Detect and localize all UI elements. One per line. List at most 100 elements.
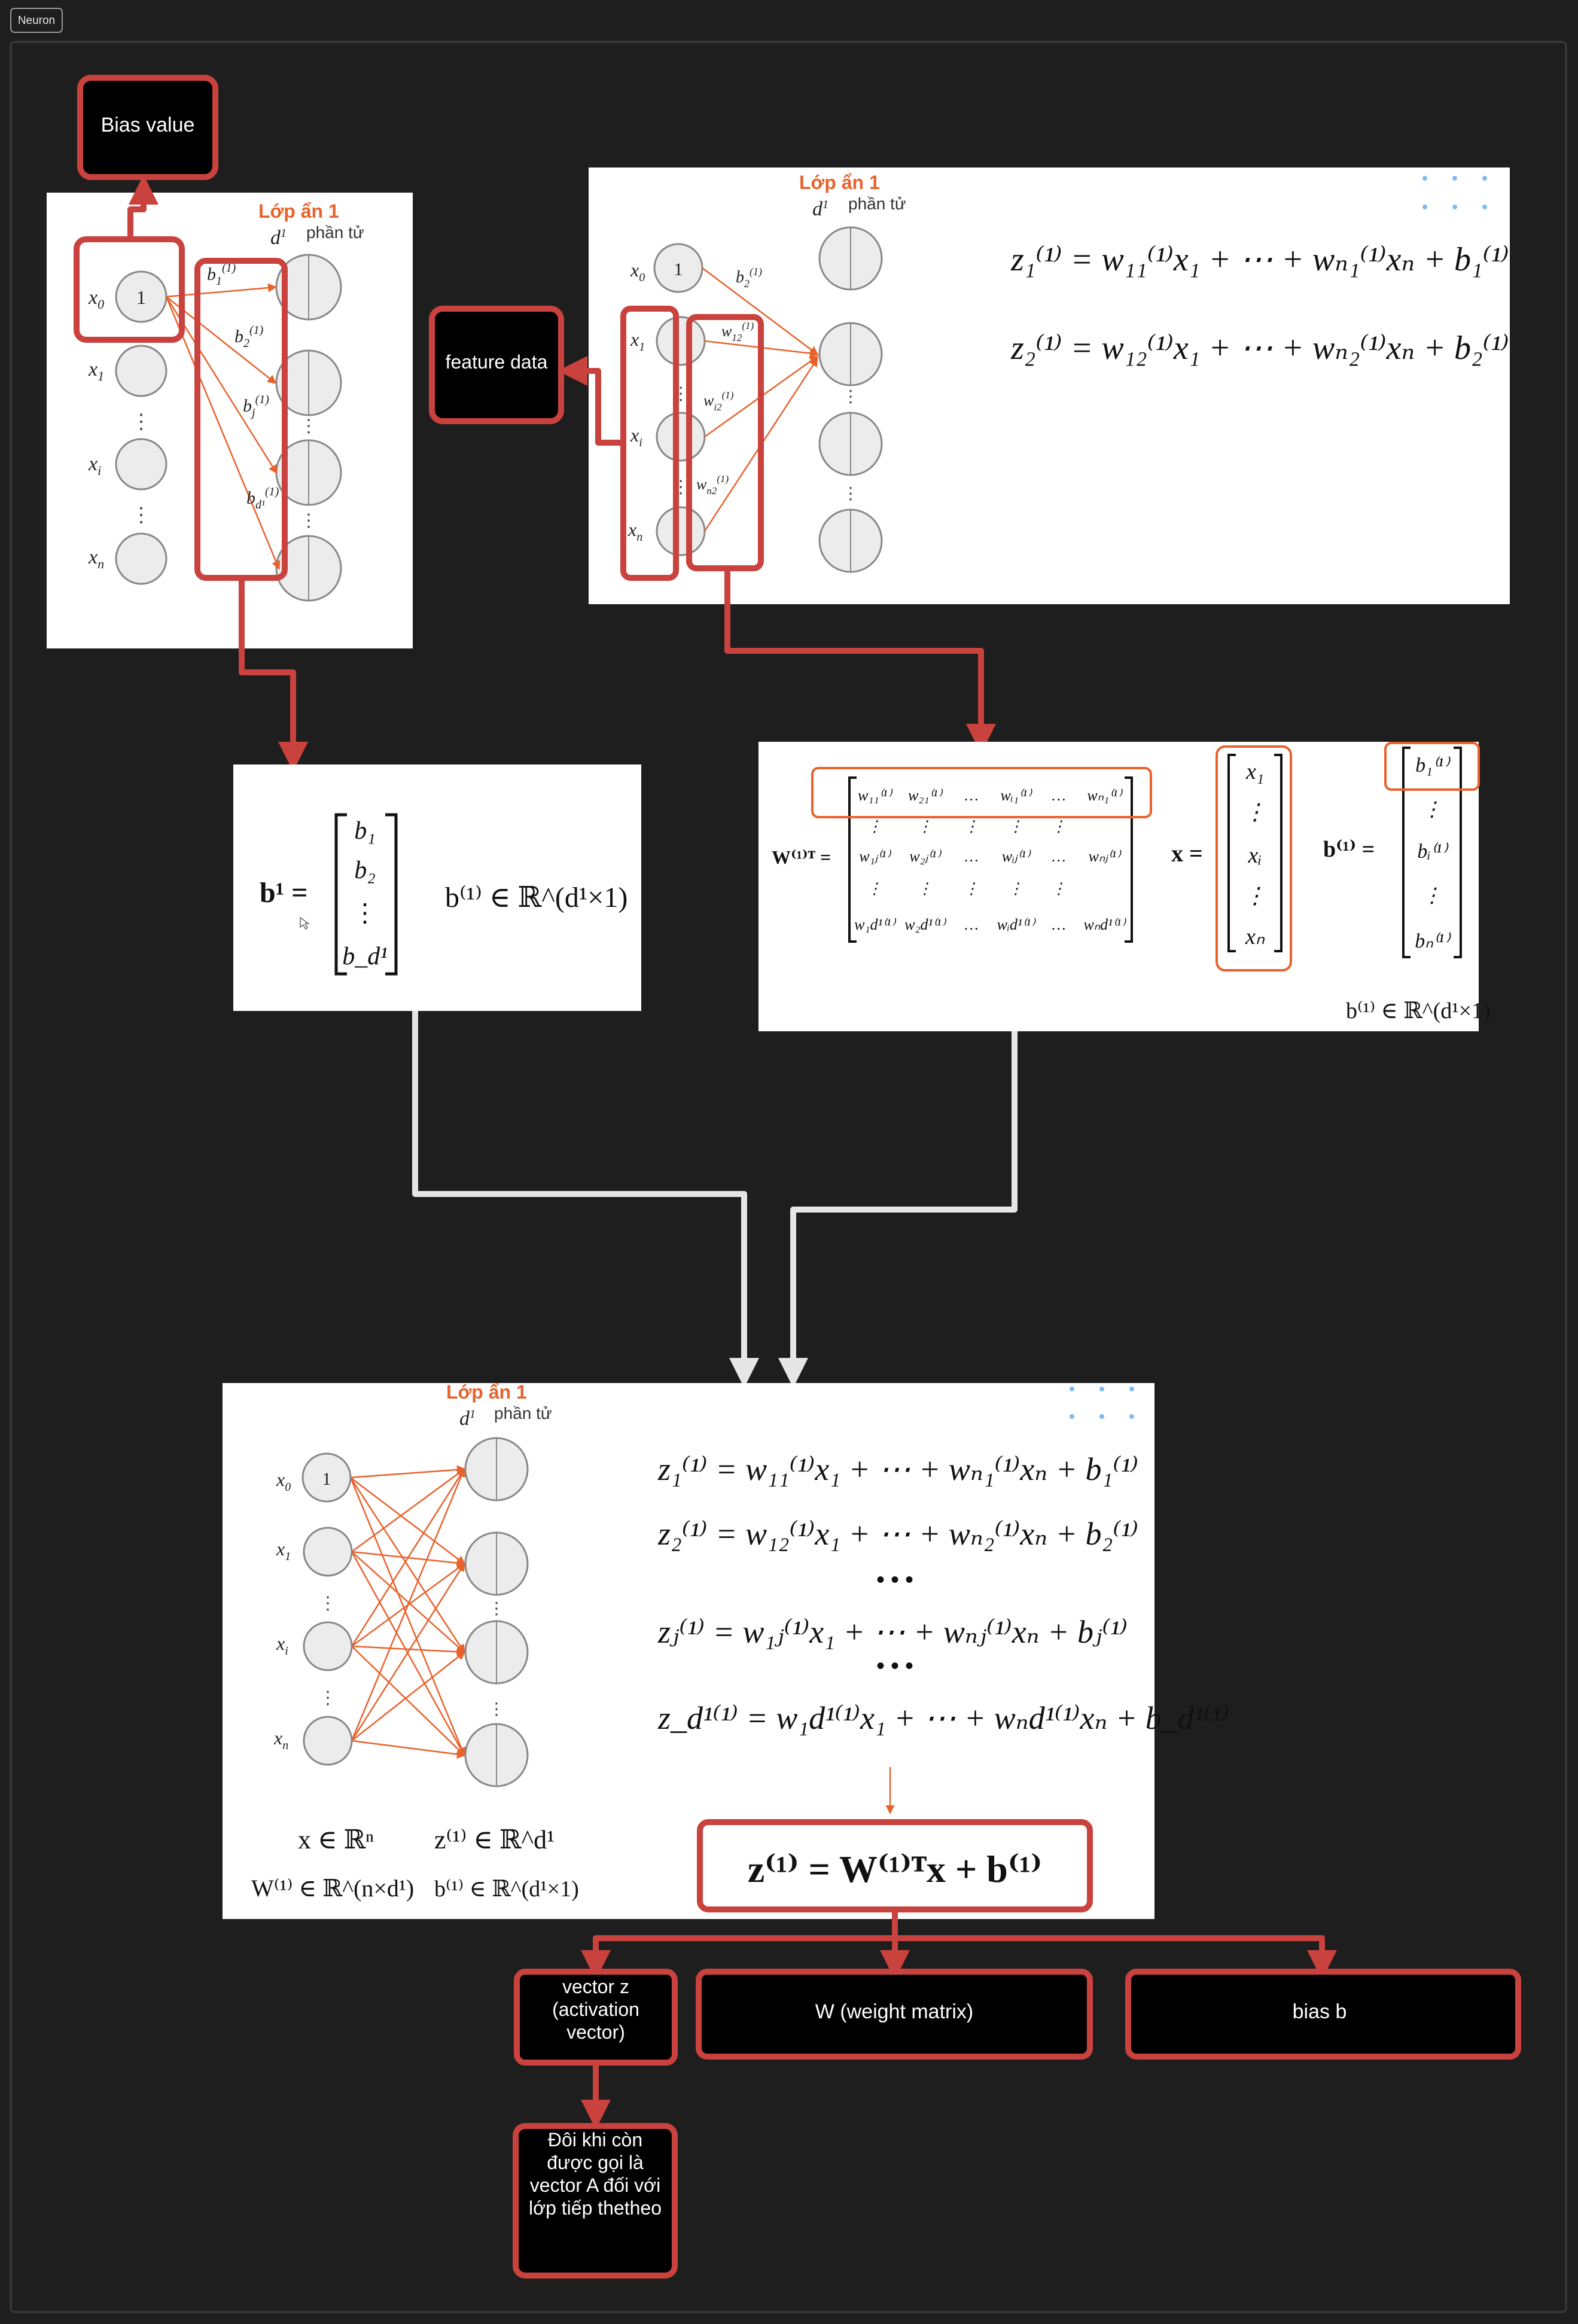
weight-arrow [351, 1468, 466, 1553]
connector-bias-to-vector[interactable] [239, 578, 308, 772]
selection-handles [1422, 176, 1487, 209]
b-vector-brackets [1402, 747, 1462, 958]
svg-text:bd¹(1): bd¹(1) [246, 485, 279, 511]
panel-top-left[interactable]: Lớp ẩn 1 d1 phần tử x0 x1 xi xn 1 ⋮ ⋮ [47, 193, 413, 648]
w-matrix-box[interactable]: W (weight matrix) [696, 1969, 1093, 2060]
weight-arrow [351, 1551, 466, 1653]
matrix-brackets [848, 776, 1133, 943]
matrix-cell: wₙd¹⁽¹⁾ [1083, 916, 1126, 933]
connector-weights-to-matrix[interactable] [724, 568, 996, 754]
connector-bias-to-result[interactable] [412, 1011, 759, 1388]
connector-matrix-to-result[interactable] [778, 1031, 1018, 1388]
feature-data-label: feature data [446, 351, 548, 373]
note-box[interactable]: Đôi khi còn được gọi là vector A đối với… [513, 2123, 678, 2279]
svg-text:x0: x0 [276, 1469, 291, 1494]
input-nodes: 1 ⋮ ⋮ [115, 270, 167, 585]
note-line2: được gọi là [547, 2152, 644, 2173]
panel-matrix[interactable]: W⁽¹⁾ᵀ = w₁₁⁽¹⁾w₂₁⁽¹⁾…wᵢ₁⁽¹⁾…wₙ₁⁽¹⁾⋮⋮⋮⋮⋮w… [758, 742, 1491, 1031]
matrix-b-label: b⁽¹⁾ = [1323, 837, 1375, 862]
layer-units-symbol: d1 [270, 227, 287, 249]
frame-label-box[interactable] [10, 8, 63, 33]
bias-vector-domain: b⁽¹⁾ ∈ ℝ^(d¹×1) [445, 882, 627, 913]
svg-text:⋮: ⋮ [488, 1700, 505, 1719]
matrix-cell: … [964, 848, 978, 865]
x-vector-entry: xᵢ [1248, 843, 1262, 868]
bias-node-value: 1 [136, 287, 146, 308]
weight-arrow [350, 1477, 466, 1565]
layer-units-text: phần tử [494, 1404, 552, 1423]
weight-arrows [349, 1465, 466, 1759]
connector-features-to-label[interactable] [558, 356, 623, 446]
matrix-cell: … [1052, 787, 1065, 804]
layer-title: Lớp ẩn 1 [799, 172, 880, 193]
output-nodes: ⋮ ⋮ [464, 1437, 529, 1787]
svg-text:1: 1 [322, 1469, 331, 1489]
x-vector-entry: x₁ [1245, 759, 1264, 784]
input-label-xi: xi [88, 453, 101, 478]
svg-text:bj(1): bj(1) [243, 393, 269, 419]
weight-arrow [351, 1562, 465, 1741]
note-line1: Đôi khi còn [548, 2129, 642, 2151]
matrix-cell: w₂d¹⁽¹⁾ [904, 916, 946, 933]
matrix-cells: w₁₁⁽¹⁾w₂₁⁽¹⁾…wᵢ₁⁽¹⁾…wₙ₁⁽¹⁾⋮⋮⋮⋮⋮w₁ⱼ⁽¹⁾w₂ⱼ… [854, 787, 1126, 933]
matrix-cell: ⋮ [867, 880, 882, 897]
svg-text:xi: xi [630, 424, 642, 449]
matrix-cell: wᵢ₁⁽¹⁾ [1000, 787, 1032, 804]
branch-connectors[interactable] [581, 1909, 1337, 2130]
layer-units-text: phần tử [306, 223, 364, 242]
bias-value-label: Bias value [101, 114, 195, 136]
equation-z2: z₂⁽¹⁾ = w₁₂⁽¹⁾x₁ + ⋯ + wₙ₂⁽¹⁾xₙ + b₂⁽¹⁾ [1010, 330, 1509, 367]
vdots: ⋮ [300, 511, 318, 531]
panel-top-right[interactable]: Lớp ẩn 1 d1 phần tử x0 x1 xi xn 1 ⋮ ⋮ [589, 167, 1510, 604]
matrix-cell: wᵢd¹⁽¹⁾ [997, 916, 1036, 933]
weight-arrow [351, 1651, 466, 1741]
result-equation-box[interactable]: z⁽¹⁾ = W⁽¹⁾ᵀx + b⁽¹⁾ [697, 1819, 1093, 1912]
svg-text:xn: xn [627, 519, 642, 544]
vector-z-line2: (activation [552, 1999, 639, 2020]
vector-z-line1: vector z [562, 1976, 629, 1997]
w-matrix-label: W (weight matrix) [815, 2000, 973, 2023]
vdots: ⋮ [300, 416, 318, 436]
highlight-matrix-row [811, 767, 1152, 818]
bias-b-box[interactable]: bias b [1125, 1969, 1521, 2060]
selection-handles [1070, 1387, 1134, 1419]
matrix-cell: … [1052, 916, 1065, 933]
svg-text:w12(1): w12(1) [721, 320, 754, 343]
note-line3: vector A đối với [530, 2174, 660, 2196]
matrix-cell: w₁ⱼ⁽¹⁾ [859, 848, 891, 865]
svg-text:b1(1): b1(1) [207, 261, 236, 288]
vector-z-box[interactable]: vector z (activation vector) [514, 1969, 678, 2066]
result-equation: z⁽¹⁾ = W⁽¹⁾ᵀx + b⁽¹⁾ [748, 1848, 1042, 1890]
weight-arrow [351, 1467, 465, 1647]
svg-text:⋮: ⋮ [842, 485, 859, 503]
b-vector-entry: ⋮ [1422, 799, 1442, 821]
highlight-b-entry [1384, 742, 1480, 791]
matrix-cell: wₙ₁⁽¹⁾ [1087, 787, 1123, 804]
svg-text:⋮: ⋮ [352, 900, 377, 927]
svg-text:wn2(1): wn2(1) [696, 473, 729, 497]
svg-text:b⁽¹⁾ ∈ ℝ^(d¹×1): b⁽¹⁾ ∈ ℝ^(d¹×1) [434, 1877, 579, 1902]
connector-bias-to-label[interactable] [127, 175, 159, 239]
matrix-cell: wᵢⱼ⁽¹⁾ [1002, 848, 1031, 865]
matrix-cell: w₂₁⁽¹⁾ [908, 787, 943, 804]
svg-text:zⱼ⁽¹⁾ = w₁ⱼ⁽¹⁾x₁ + ⋯ + wₙⱼ⁽¹⁾x: zⱼ⁽¹⁾ = w₁ⱼ⁽¹⁾x₁ + ⋯ + wₙⱼ⁽¹⁾xₙ + bⱼ⁽¹⁾ [657, 1614, 1128, 1650]
output-nodes: ⋮ ⋮ [818, 226, 883, 573]
bias-vector-brackets [334, 813, 398, 976]
b-vector-entry: bᵢ⁽¹⁾ [1417, 840, 1449, 863]
weight-labels: b2(1) w12(1) wi2(1) wn2(1) [696, 266, 762, 497]
feature-data-box[interactable]: feature data [429, 306, 564, 424]
bias-b-label: bias b [1293, 2000, 1347, 2023]
bias-value-box[interactable]: Bias value [77, 75, 218, 180]
matrix-cell: ⋮ [917, 880, 933, 897]
svg-text:wi2(1): wi2(1) [703, 389, 734, 413]
svg-text:⋮: ⋮ [488, 1600, 505, 1618]
weight-arrow [351, 1740, 466, 1759]
panel-bias-vector[interactable]: b¹ = b₁ b₂ ⋮ b_d¹ b⁽¹⁾ ∈ ℝ^(d¹×1) [233, 764, 641, 1011]
bias-vector-lhs: b¹ = [260, 877, 307, 909]
matrix-cell: … [964, 916, 978, 933]
matrix-cell: ⋮ [964, 818, 979, 835]
input-label-x0: x0 [88, 287, 104, 312]
weight-arrow [351, 1645, 466, 1656]
svg-text:⋮: ⋮ [319, 1594, 337, 1613]
